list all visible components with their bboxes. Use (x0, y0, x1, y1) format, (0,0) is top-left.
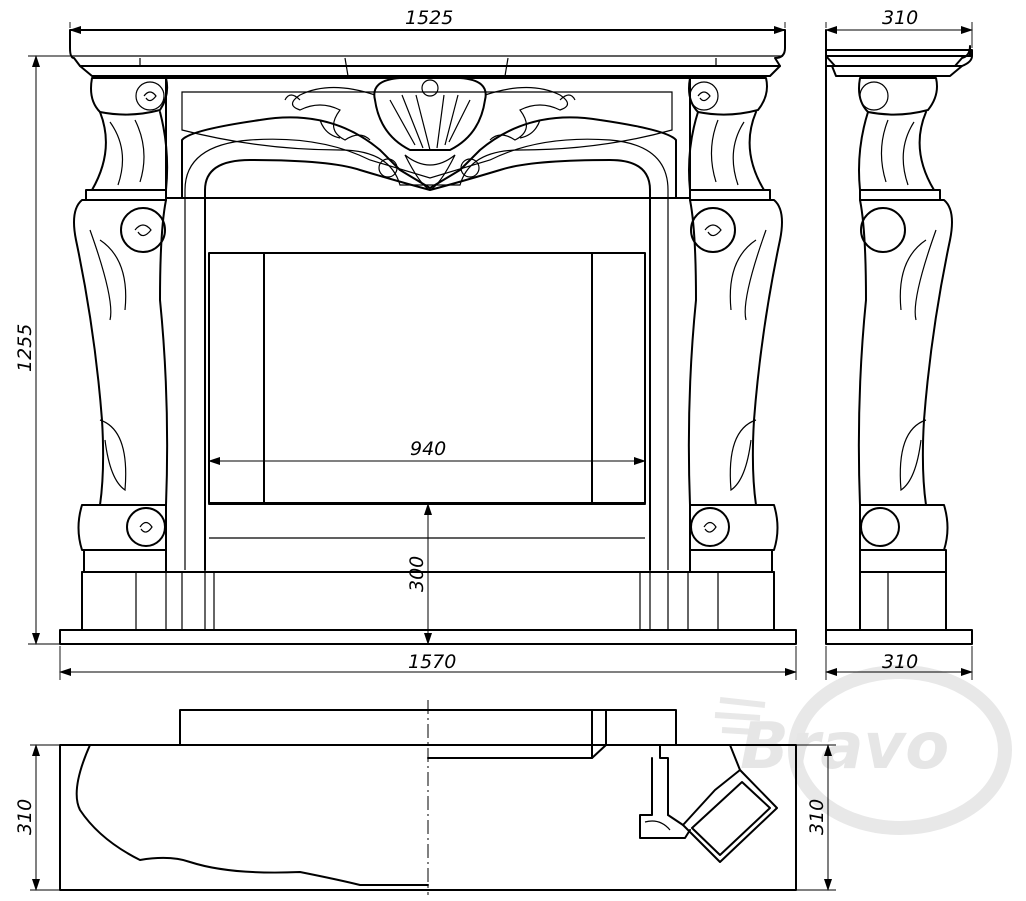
arch-outer (181, 116, 677, 199)
front-view: 1525 1255 940 300 1570 (14, 7, 797, 680)
dimension-300: 300 (406, 503, 432, 645)
dim-label-310-top: 310 (882, 7, 918, 29)
dimension-310-side-top: 310 (825, 7, 973, 48)
dim-label-1255: 1255 (14, 324, 36, 372)
dim-label-1525: 1525 (405, 7, 453, 29)
plan-view: 310 310 (14, 700, 836, 895)
dimension-1255: 1255 (14, 55, 70, 645)
side-view: 310 310 (825, 7, 973, 680)
mantel-shelf (69, 29, 786, 67)
dim-label-1570: 1570 (408, 651, 456, 673)
dimension-310-plan-right: 310 (796, 744, 836, 891)
watermark-text: Bravo (740, 710, 949, 784)
dim-label-310-bottom: 310 (882, 651, 918, 673)
dim-label-310-plan-right: 310 (806, 799, 828, 835)
dimension-1525: 1525 (69, 7, 786, 34)
left-column (73, 77, 169, 573)
bravo-watermark: Bravo (714, 665, 1012, 835)
dimension-310-plan-left: 310 (14, 744, 60, 891)
firebox (208, 252, 646, 504)
dim-label-300: 300 (406, 556, 428, 592)
dim-label-310-plan-left: 310 (14, 799, 36, 835)
right-column (687, 77, 783, 573)
dimension-310-side-bottom: 310 (825, 646, 973, 680)
dimension-940: 940 (208, 438, 646, 465)
dimension-1570: 1570 (59, 646, 797, 680)
dim-label-940: 940 (410, 438, 446, 460)
shell-carving (284, 77, 576, 191)
